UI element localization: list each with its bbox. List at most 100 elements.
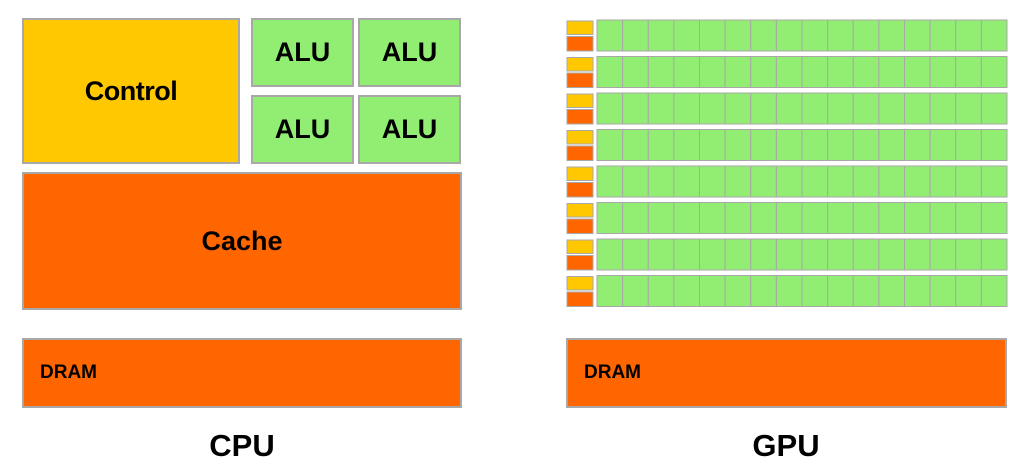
gpu-cache-unit (566, 291, 594, 307)
gpu-alu-cell (878, 275, 905, 307)
gpu-alu-cell (827, 275, 854, 307)
gpu-alu-cell (955, 56, 982, 88)
gpu-alu-cell (955, 202, 982, 234)
gpu-alu-cell (801, 19, 829, 52)
gpu-alu-cell (929, 19, 957, 52)
cpu-dram-block: DRAM (22, 338, 462, 408)
gpu-alu-cell (904, 238, 931, 271)
gpu-alu-cell (673, 165, 700, 198)
gpu-alu-cell (622, 165, 649, 198)
gpu-alu-cell (801, 165, 829, 198)
gpu-alu-cell (724, 19, 752, 52)
gpu-alu-cell (878, 129, 905, 161)
gpu-alu-cell (955, 165, 982, 198)
gpu-alu-cell (750, 165, 777, 198)
gpu-alu-cell (647, 165, 675, 198)
cpu-control-block: Control (22, 18, 240, 164)
cpu-cache-label: Cache (201, 225, 283, 256)
gpu-alu-cell (673, 202, 700, 234)
gpu-alu-cell (980, 129, 1008, 161)
gpu-alu-cell (622, 19, 649, 52)
gpu-alu-cell (647, 19, 675, 52)
gpu-alu-cell (980, 56, 1008, 88)
gpu-alu-cell (622, 202, 649, 234)
gpu-alu-cell (775, 275, 803, 307)
gpu-alu-cell (980, 275, 1008, 307)
gpu-alu-cell (724, 129, 752, 161)
gpu-alu-cell (750, 56, 777, 88)
gpu-alu-cell (699, 129, 726, 161)
gpu-alu-cell (980, 19, 1008, 52)
gpu-alu-cell (827, 92, 854, 125)
gpu-alu-cell (647, 238, 675, 271)
gpu-alu-cell (827, 56, 854, 88)
gpu-alu-cell (775, 202, 803, 234)
gpu-cache-unit (566, 145, 594, 161)
gpu-dram-block: DRAM (566, 338, 1007, 408)
gpu-alu-cell (622, 275, 649, 307)
cpu-alu-3: ALU (251, 95, 354, 164)
gpu-alu-cell (699, 275, 726, 307)
gpu-cache-unit (566, 109, 594, 125)
gpu-alu-cell (699, 238, 726, 271)
gpu-cache-unit (566, 218, 594, 234)
gpu-alu-cell (929, 202, 957, 234)
gpu-alu-cell (852, 275, 880, 307)
gpu-alu-cell (980, 202, 1008, 234)
gpu-alu-cell (673, 19, 700, 52)
gpu-alu-cell (955, 238, 982, 271)
gpu-alu-cell (775, 56, 803, 88)
cpu-dram-label: DRAM (40, 362, 97, 383)
gpu-alu-cell (724, 238, 752, 271)
gpu-alu-cell (980, 92, 1008, 125)
cpu-control-label: Control (84, 75, 178, 106)
gpu-caption: GPU (752, 428, 820, 463)
gpu-alu-cell (596, 165, 624, 198)
gpu-alu-cell (724, 275, 752, 307)
gpu-alu-cell (852, 19, 880, 52)
gpu-alu-cell (673, 56, 700, 88)
gpu-alu-cell (929, 92, 957, 125)
gpu-alu-cell (801, 238, 829, 271)
cpu-alu-label: ALU (381, 114, 438, 144)
gpu-alu-cell (775, 165, 803, 198)
gpu-alu-cell (904, 202, 931, 234)
gpu-cache-unit (566, 36, 594, 52)
gpu-alu-cell (801, 202, 829, 234)
gpu-alu-cell (878, 56, 905, 88)
gpu-cache-unit (566, 72, 594, 88)
gpu-alu-cell (878, 202, 905, 234)
gpu-alu-cell (852, 56, 880, 88)
gpu-alu-cell (955, 19, 982, 52)
gpu-alu-cell (750, 275, 777, 307)
gpu-alu-cell (647, 56, 675, 88)
gpu-alu-cell (801, 92, 829, 125)
gpu-cache-unit (566, 255, 594, 271)
gpu-alu-cell (852, 165, 880, 198)
gpu-alu-cell (750, 129, 777, 161)
gpu-control-unit (566, 203, 594, 218)
gpu-alu-cell (724, 56, 752, 88)
gpu-cache-unit (566, 182, 594, 198)
gpu-alu-cell (904, 165, 931, 198)
gpu-alu-cell (904, 92, 931, 125)
gpu-alu-cell (596, 202, 624, 234)
gpu-alu-cell (622, 56, 649, 88)
gpu-alu-cell (699, 165, 726, 198)
gpu-alu-cell (775, 19, 803, 52)
gpu-alu-cell (596, 19, 624, 52)
cpu-alu-label: ALU (274, 114, 331, 144)
gpu-alu-cell (852, 92, 880, 125)
gpu-alu-cell (801, 275, 829, 307)
gpu-alu-cell (750, 19, 777, 52)
gpu-alu-cell (929, 56, 957, 88)
gpu-alu-cell (750, 92, 777, 125)
gpu-alu-cell (750, 202, 777, 234)
gpu-alu-cell (929, 129, 957, 161)
gpu-alu-cell (673, 129, 700, 161)
gpu-alu-cell (929, 165, 957, 198)
gpu-control-unit (566, 276, 594, 291)
gpu-alu-cell (878, 238, 905, 271)
gpu-alu-cell (955, 129, 982, 161)
cpu-alu-1: ALU (251, 18, 354, 87)
